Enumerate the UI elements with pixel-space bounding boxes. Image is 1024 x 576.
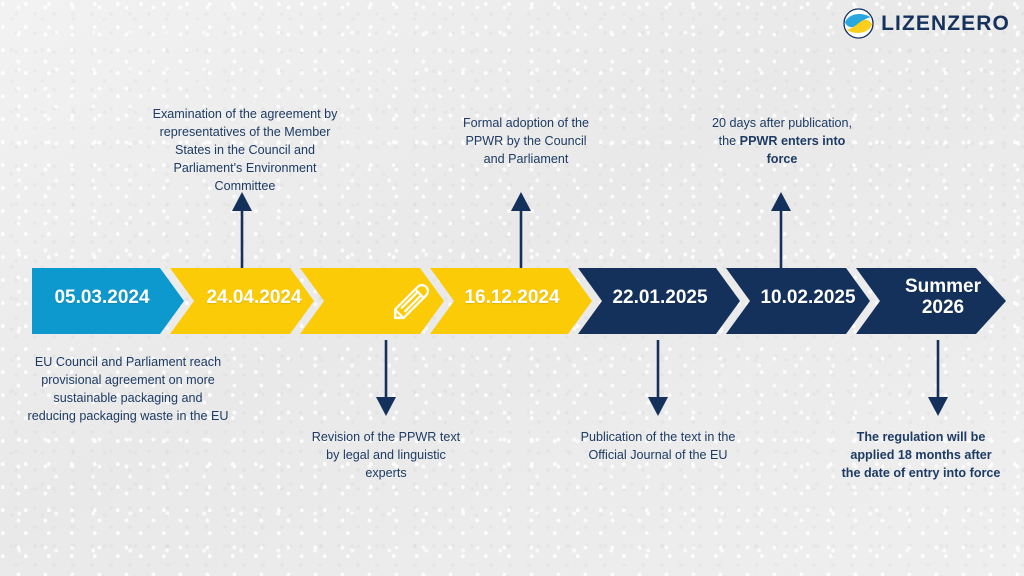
formal-adoption-caption: Formal adoption of the PPWR by the Counc…	[437, 115, 615, 169]
timeline-segment-5[interactable]	[726, 268, 870, 334]
caption-line: 20 days after publication,	[711, 116, 853, 130]
caption-line-bold: force	[766, 151, 798, 166]
caption-line: Official Journal of the EU	[588, 447, 728, 462]
connector-arrow-down-application	[927, 340, 949, 421]
caption-line-bold: PPWR enters into	[739, 133, 846, 148]
provisional-agreement-caption: EU Council and Parliament reach provisio…	[8, 354, 248, 426]
pencil-icon	[393, 284, 429, 320]
caption-line: Revision of the PPWR text	[311, 430, 461, 444]
caption-line: and Parliament	[483, 151, 569, 166]
caption-line: Publication of the text in the	[580, 430, 736, 444]
arrow-down-icon	[376, 340, 396, 416]
caption-line: by legal and linguistic	[326, 447, 446, 462]
timeline-segment-1[interactable]	[170, 268, 314, 334]
arrow-down-icon	[648, 340, 668, 416]
entry-into-force-caption: 20 days after publication, the PPWR ente…	[686, 115, 878, 169]
caption-line: reducing packaging waste in the EU	[27, 408, 229, 423]
caption-line: sustainable packaging and	[53, 390, 203, 405]
brand-name: LIZENZERO	[881, 12, 1010, 35]
brand-logo: LIZENZERO	[843, 8, 1010, 39]
timeline-segment-4[interactable]	[578, 268, 740, 334]
timeline-chevrons	[32, 268, 1006, 334]
application-caption: The regulation will be applied 18 months…	[826, 429, 1016, 483]
connector-arrow-up-examination	[231, 192, 253, 273]
timeline-segment-0[interactable]	[32, 268, 184, 334]
caption-line: Formal adoption of the	[462, 116, 589, 130]
arrow-up-icon	[232, 192, 252, 268]
caption-line: EU Council and Parliament reach	[34, 355, 222, 369]
lizenzero-circle-logo-icon	[843, 8, 874, 39]
timeline-segment-3[interactable]	[430, 268, 592, 334]
arrow-up-icon	[511, 192, 531, 268]
revision-caption: Revision of the PPWR text by legal and l…	[293, 429, 479, 483]
caption-line: Parliament's Environment	[173, 160, 317, 175]
arrow-down-icon	[928, 340, 948, 416]
timeline-bar: 05.03.2024 24.04.2024 16.12.2024 22.01.2…	[32, 268, 1006, 334]
caption-line: force	[686, 151, 878, 169]
connector-arrow-up-formal-adoption	[510, 192, 532, 273]
timeline-segment-2[interactable]	[300, 268, 444, 334]
caption-line: representatives of the Member	[159, 124, 331, 139]
caption-line: applied 18 months after	[850, 447, 992, 462]
caption-line: provisional agreement on more	[41, 372, 215, 387]
arrow-up-icon	[771, 192, 791, 268]
connector-arrow-down-publication	[647, 340, 669, 421]
connector-arrow-up-entry-into-force	[770, 192, 792, 273]
caption-line: the date of entry into force	[841, 465, 1001, 480]
caption-line: PPWR by the Council	[465, 133, 587, 148]
timeline-segment-6[interactable]	[856, 268, 1006, 334]
publication-caption: Publication of the text in the Official …	[560, 429, 756, 465]
caption-line: States in the Council and	[174, 142, 316, 157]
examination-caption: Examination of the agreement by represen…	[130, 106, 360, 195]
caption-line: Examination of the agreement by	[152, 107, 338, 121]
caption-line-plain: the	[718, 133, 740, 148]
caption-line: experts	[365, 465, 407, 480]
caption-line: Committee	[214, 178, 276, 193]
connector-arrow-down-revision	[375, 340, 397, 421]
caption-line: The regulation will be	[856, 430, 986, 444]
caption-line: the PPWR enters into	[686, 133, 878, 151]
